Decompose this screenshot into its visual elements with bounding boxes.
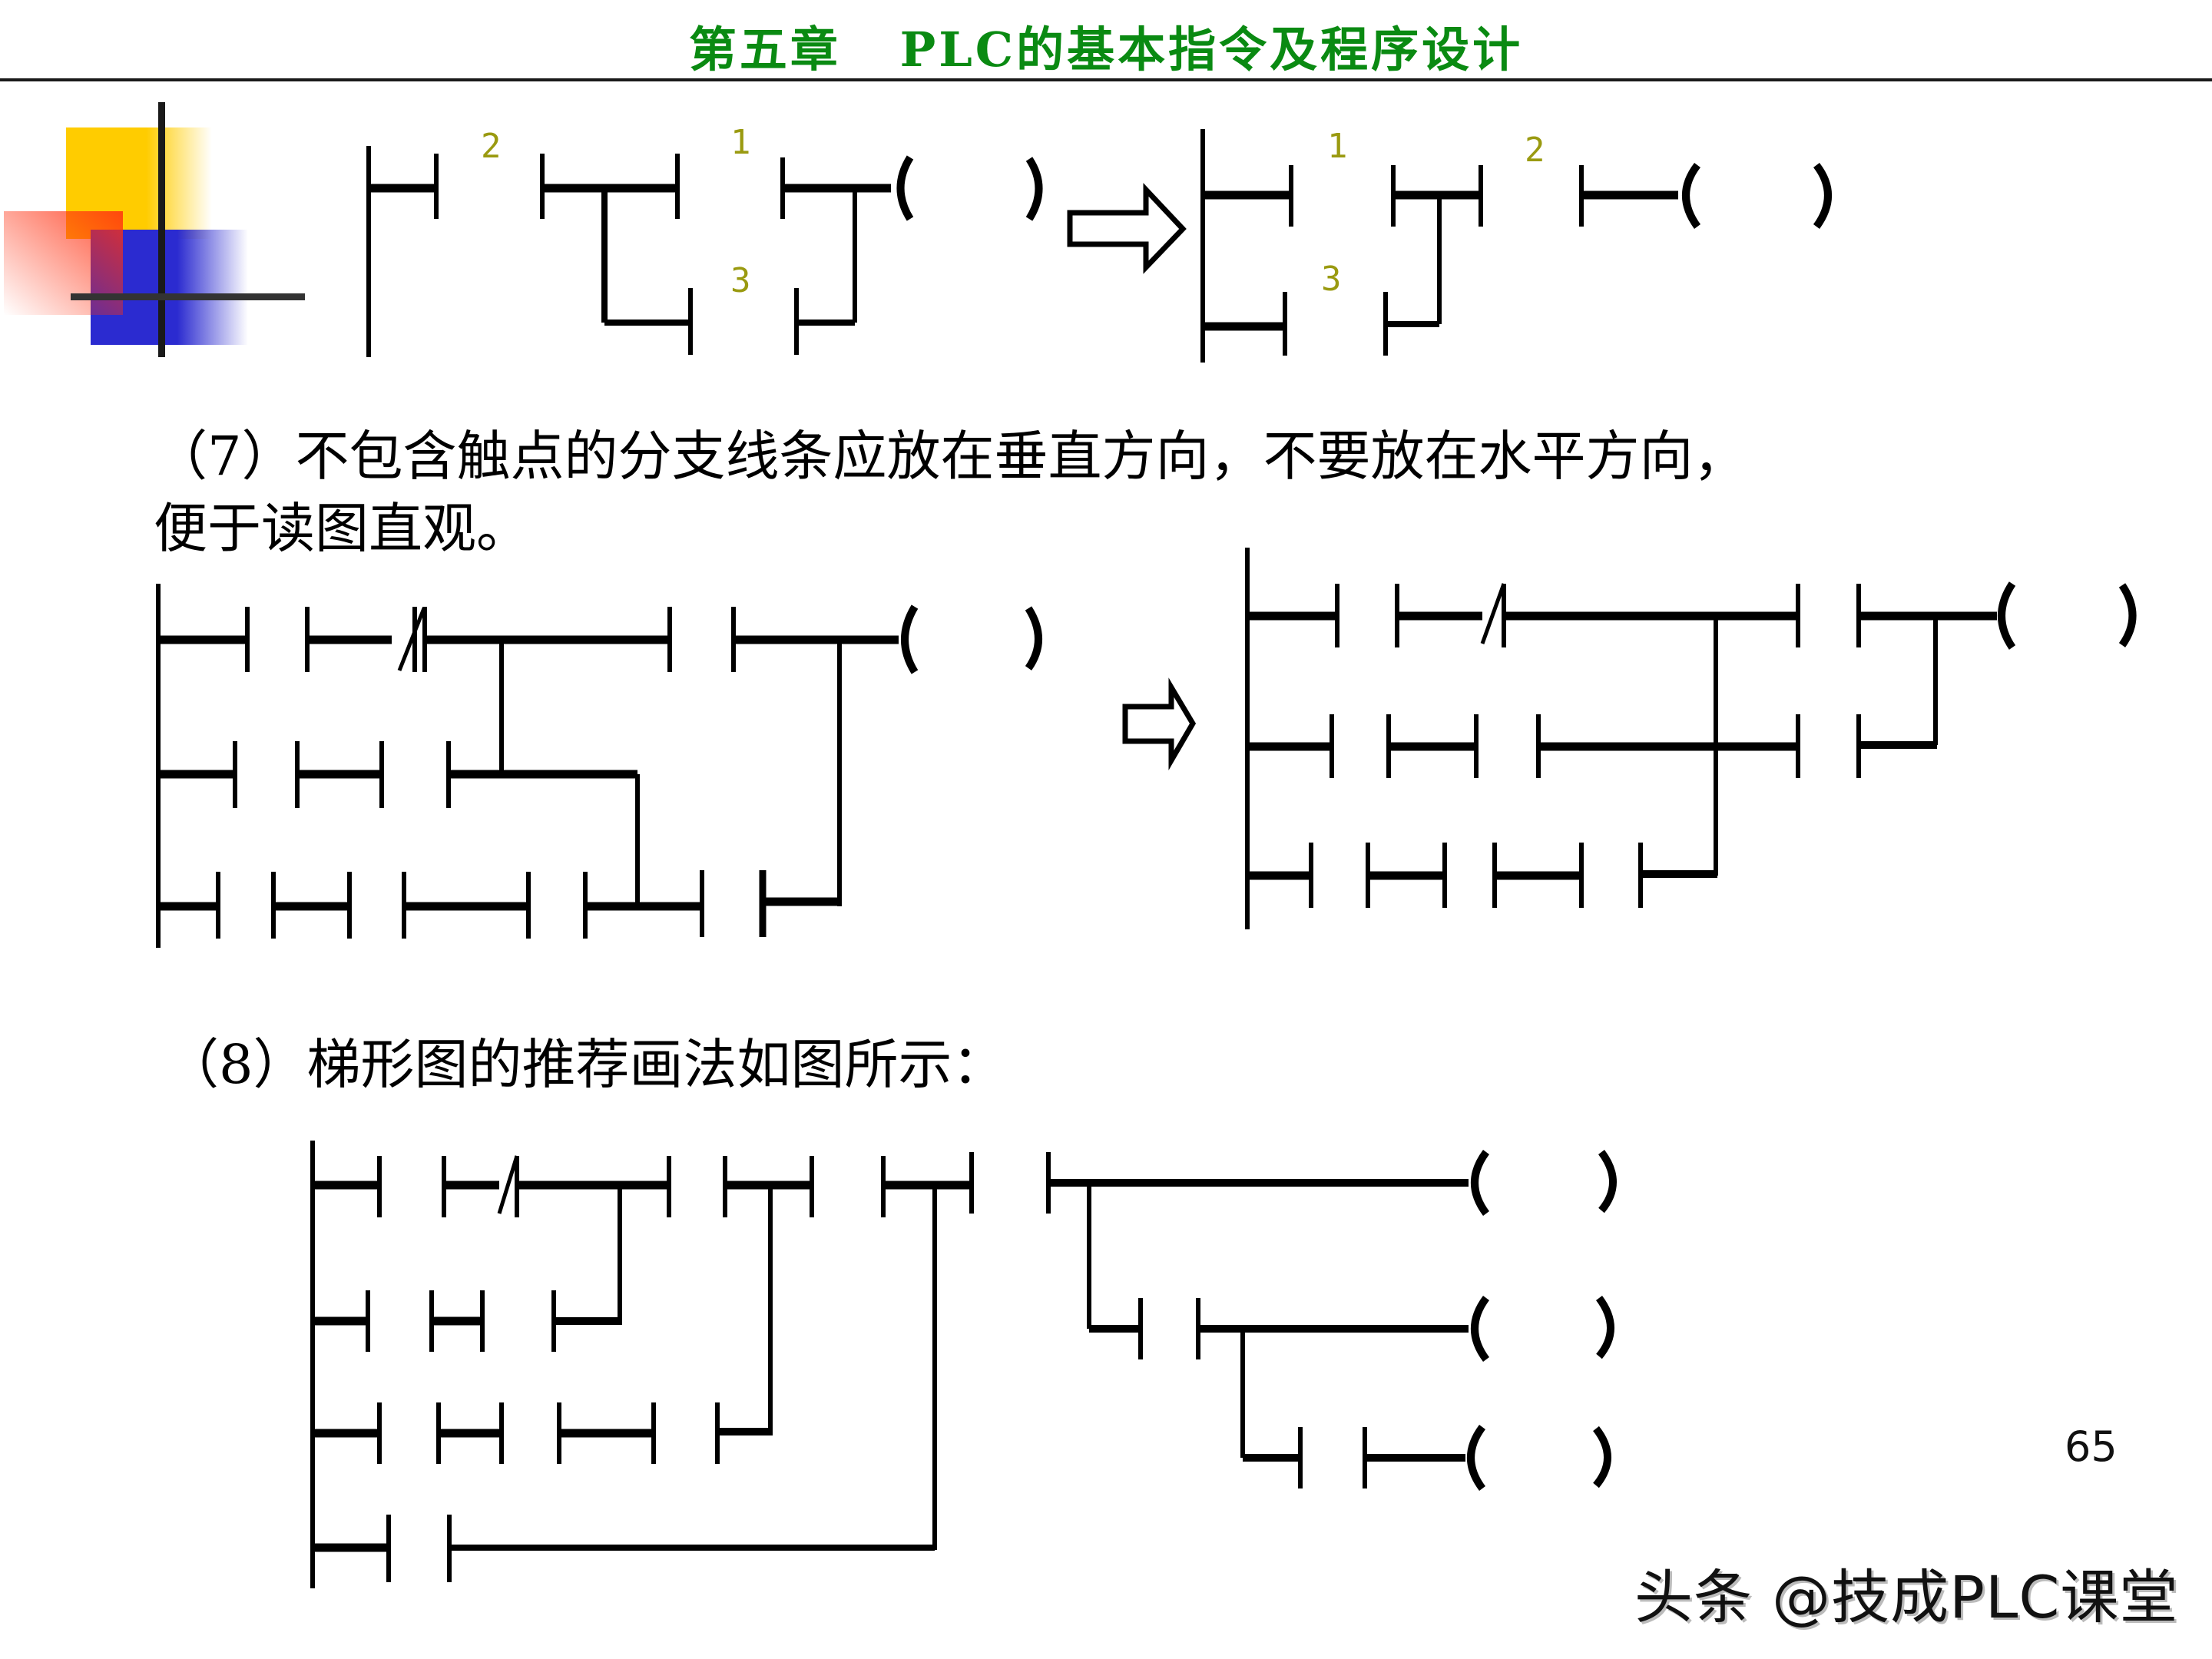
rule7-text-line2: 便于读图直观。: [154, 497, 530, 560]
header-divider: [0, 78, 2212, 81]
watermark: 头条 @技成PLC课堂: [1634, 1563, 2179, 1631]
right-arrow-icon: [1067, 183, 1187, 274]
rule8-text: （8）梯形图的推荐画法如图所示：: [165, 1033, 1006, 1096]
page-number: 65: [2065, 1422, 2118, 1471]
chapter-title: 第五章 PLC的基本指令及程序设计: [688, 22, 1524, 78]
label-contact-3: 3: [1321, 260, 1342, 299]
rule7-ladder-after: [1245, 548, 2137, 929]
label-contact-2: 2: [481, 127, 502, 166]
label-contact-2: 2: [1525, 131, 1545, 170]
top-ladder-before: [366, 146, 1043, 357]
label-contact-1: 1: [730, 123, 751, 162]
rule8-ladder-recommended: [310, 1141, 1617, 1588]
top-ladder-after: [1200, 129, 1832, 363]
right-arrow-icon: [1122, 677, 1197, 770]
rule7-text-line1: （7）不包含触点的分支线条应放在垂直方向，不要放在水平方向，: [154, 425, 1747, 488]
label-contact-3: 3: [730, 261, 751, 300]
slide-logo-icon: [4, 102, 305, 357]
rule7-ladder-before: [156, 584, 1042, 948]
label-contact-1: 1: [1327, 127, 1348, 166]
